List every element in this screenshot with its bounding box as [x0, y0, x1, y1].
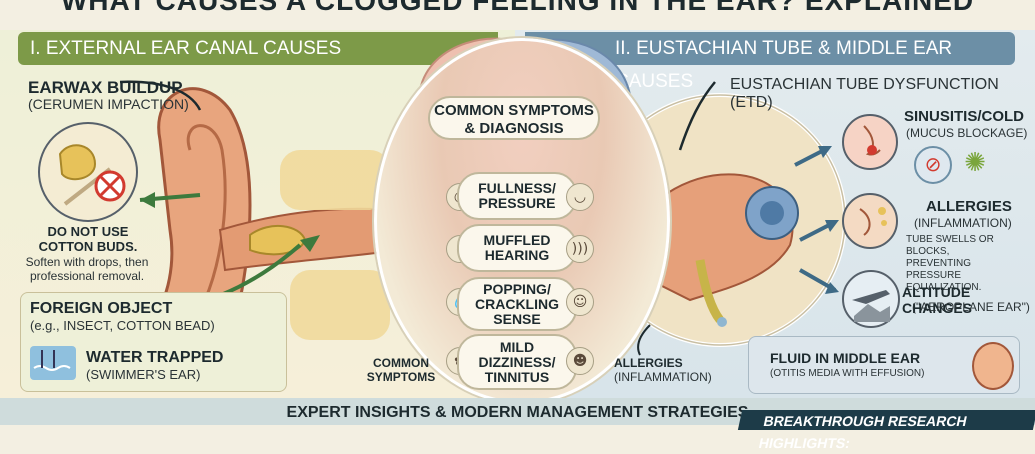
sound-icon: ))) — [566, 235, 594, 263]
common-symptoms-label: COMMON SYMPTOMS — [366, 356, 436, 384]
foreign-heading: FOREIGN OBJECT — [30, 300, 173, 317]
fluid-sub: (OTITIS MEDIA WITH EFFUSION) — [770, 368, 925, 379]
altitude-heading: ALTITUDE CHANGES — [902, 284, 973, 316]
page-title: WHAT CAUSES A CLOGGED FEELING IN THE EAR… — [60, 0, 975, 16]
warning-line-4: professional removal. — [29, 269, 145, 283]
allergies-center-label: ALLERGIES (INFLAMMATION) — [614, 356, 712, 384]
airplane-icon — [842, 270, 900, 328]
water-sub: (SWIMMER'S EAR) — [86, 367, 201, 382]
no-germs-icon: ⊘ — [914, 146, 952, 184]
tube-note: TUBE SWELLS OR BLOCKS, PREVENTING PRESSU… — [906, 234, 994, 293]
warning-line-1: DO NOT USE — [47, 224, 129, 239]
allergies-sub: (INFLAMMATION) — [914, 216, 1012, 230]
symptoms-heading-line-1: COMMON SYMPTOMS — [434, 102, 594, 119]
warning-advice: Soften with drops, then professional rem… — [12, 255, 162, 283]
symptoms-heading: COMMON SYMPTOMS & DIAGNOSIS — [428, 96, 600, 140]
nose-sinus-icon — [842, 114, 898, 170]
allergies-heading: ALLERGIES — [926, 198, 1012, 215]
nose-icon: ◡ — [566, 183, 594, 211]
face-icon: ☺ — [566, 288, 594, 316]
pool-icon — [30, 346, 76, 380]
foreign-sub: (e.g., INSECT, COTTON BEAD) — [30, 318, 215, 333]
earwax-heading: EARWAX BUILDUP — [28, 78, 183, 97]
external-causes-banner: I. EXTERNAL EAR CANAL CAUSES — [18, 32, 498, 65]
sinusitis-heading: SINUSITIS/COLD — [904, 108, 1025, 125]
research-highlights-label: BREAKTHROUGH RESEARCH HIGHLIGHTS: — [757, 413, 969, 451]
research-highlights-tag: BREAKTHROUGH RESEARCH HIGHLIGHTS: — [737, 410, 1035, 451]
expert-insights-heading: EXPERT INSIGHTS & MODERN MANAGEMENT STRA… — [286, 404, 749, 421]
head-icon: ☻ — [566, 347, 594, 375]
warning-line-2: COTTON BUDS. — [38, 239, 138, 254]
symptoms-heading-line-2: & DIAGNOSIS — [464, 120, 564, 137]
etd-heading: EUSTACHIAN TUBE DYSFUNCTION (ETD) — [730, 76, 999, 111]
warning-text: DO NOT USE COTTON BUDS. — [18, 224, 158, 254]
eustachian-tube-shape — [695, 259, 724, 323]
symptom-fullness: FULLNESS/PRESSURE — [457, 172, 577, 220]
water-heading: WATER TRAPPED — [86, 349, 224, 366]
earwax-cotton-icon — [38, 122, 138, 222]
virus-icon: ✺ — [964, 148, 986, 178]
altitude-sub: ("AEROPLANE EAR") — [912, 300, 1030, 314]
allergy-face-icon — [842, 193, 898, 249]
ear-fluid-icon — [972, 342, 1014, 390]
warning-line-3: Soften with drops, then — [25, 255, 149, 269]
sinusitis-sub: (MUCUS BLOCKAGE) — [906, 126, 1028, 140]
fluid-heading: FLUID IN MIDDLE EAR — [770, 350, 921, 366]
earwax-sub: (CERUMEN IMPACTION) — [28, 96, 189, 112]
